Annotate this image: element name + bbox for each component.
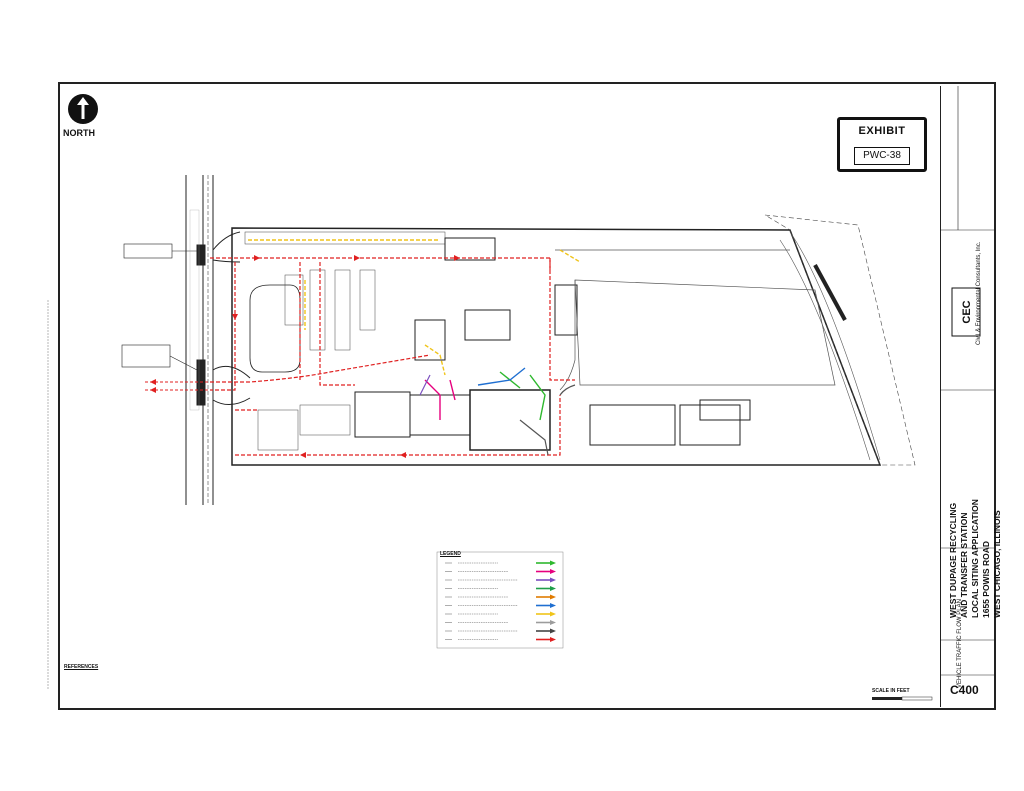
sheet-number: C400 — [950, 683, 979, 697]
route-gray — [519, 384, 576, 456]
exhibit-stamp: EXHIBIT PWC-38 — [837, 117, 927, 172]
legend-swatch-arrow — [550, 628, 556, 634]
drawing-sheet-border — [58, 82, 996, 710]
north-label: NORTH — [63, 128, 95, 138]
exhibit-title: EXHIBIT — [858, 125, 906, 137]
project-title-line: LOCAL SITING APPLICATION — [970, 499, 980, 618]
north-arrow-icon — [68, 94, 98, 124]
logo-text: CEC — [961, 300, 973, 323]
route-blue — [477, 367, 526, 386]
exhibit-number: PWC-38 — [854, 147, 910, 165]
buildings — [354, 237, 751, 451]
property-boundary — [231, 227, 882, 466]
route-purple — [419, 374, 431, 396]
scale-label: SCALE IN FEET — [872, 688, 910, 694]
references-title: REFERENCES — [64, 664, 99, 670]
legend-swatch-arrow — [550, 577, 556, 583]
route-arrows — [150, 255, 460, 458]
legend-swatch-arrow — [550, 620, 556, 625]
sheet-title: VEHICLE TRAFFIC FLOW PLAN — [957, 599, 963, 688]
legend-swatch-arrow — [550, 586, 556, 591]
firm-name: Civil & Environmental Consultants, Inc. — [976, 241, 982, 345]
project-title-line: WEST CHICAGO, ILLINOIS — [992, 510, 1002, 618]
project-title-line: 1655 POWIS ROAD — [981, 541, 991, 618]
route-yellow — [248, 239, 581, 376]
callout-boxes — [121, 243, 198, 371]
route-magenta — [424, 379, 456, 420]
scale-bar — [872, 696, 933, 701]
cec-logo: CEC — [946, 284, 986, 340]
legend-frame — [436, 551, 564, 649]
legend-title: LEGEND — [440, 551, 461, 557]
interior-drives — [555, 231, 881, 461]
legend-swatch-arrow — [550, 560, 556, 566]
route-all-vehicles — [210, 257, 575, 456]
legend-swatch-arrow — [550, 603, 556, 608]
legend-swatch-arrow — [550, 594, 556, 600]
legend-swatch-arrow — [550, 569, 556, 574]
legend-swatch-arrow — [550, 637, 556, 642]
title-block — [940, 86, 995, 707]
legend-swatch-arrow — [550, 611, 556, 617]
